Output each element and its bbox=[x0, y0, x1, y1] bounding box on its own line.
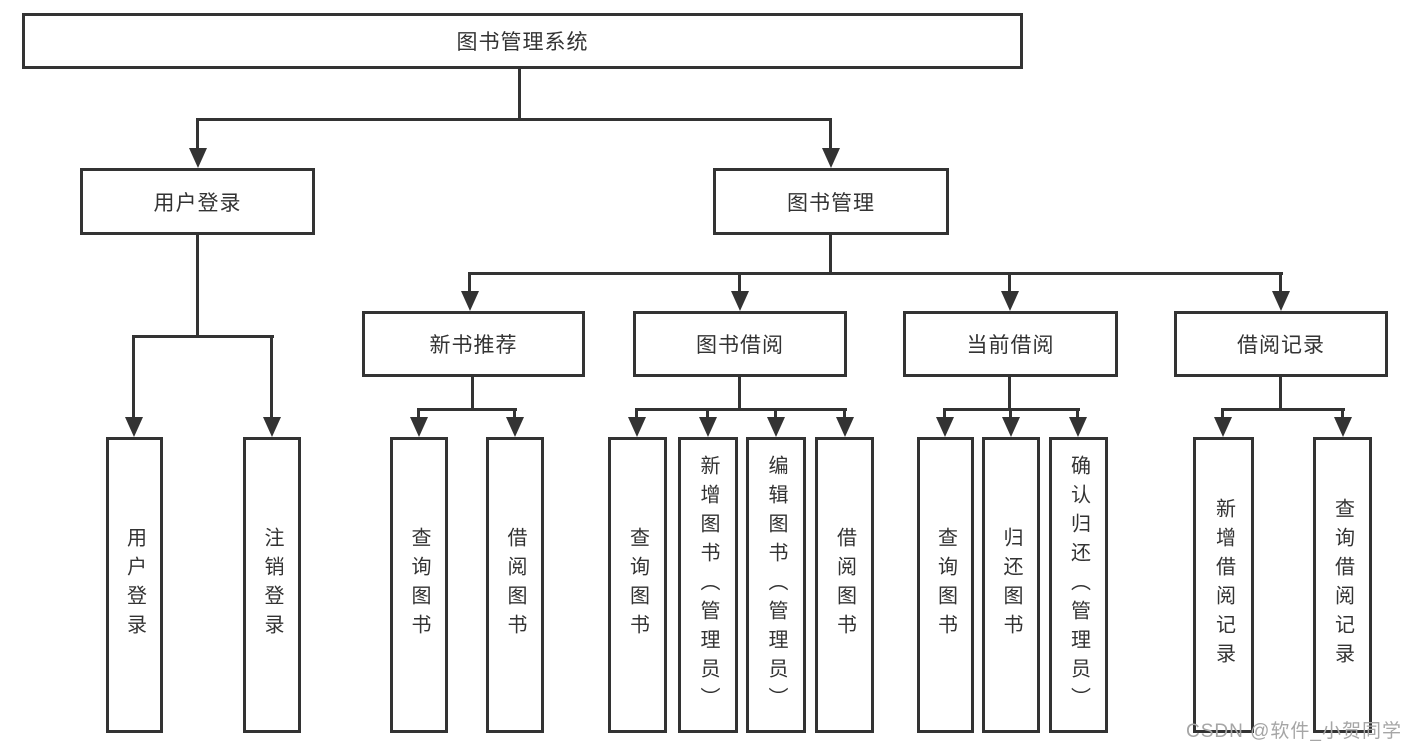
node-book-management-label: 图书管理 bbox=[787, 191, 875, 215]
connector-line bbox=[1279, 377, 1282, 408]
leaf-query-borrow-record: 查询借阅记录 bbox=[1313, 437, 1372, 733]
connector-line bbox=[518, 69, 521, 118]
node-root-label: 图书管理系统 bbox=[456, 31, 589, 54]
connector-line bbox=[1009, 408, 1012, 419]
connector-line bbox=[471, 377, 474, 408]
connector-line bbox=[132, 335, 274, 338]
connector-line bbox=[1279, 272, 1282, 293]
node-new-book-recommend: 新书推荐 bbox=[362, 311, 585, 377]
connector-line bbox=[738, 377, 741, 408]
leaf-query-borrow-record-label: 查询借阅记录 bbox=[1331, 498, 1354, 672]
connector-line bbox=[196, 235, 199, 335]
connector-line bbox=[635, 408, 847, 411]
node-root: 图书管理系统 bbox=[22, 13, 1023, 69]
leaf-query-books-1-label: 查询图书 bbox=[408, 527, 430, 643]
connector-line bbox=[829, 235, 832, 273]
leaf-query-books-3-label: 查询图书 bbox=[934, 527, 957, 643]
arrowhead-icon bbox=[461, 291, 479, 311]
connector-line bbox=[513, 408, 516, 419]
arrowhead-icon bbox=[1001, 291, 1019, 311]
leaf-return-books-label: 归还图书 bbox=[1000, 527, 1022, 643]
arrowhead-icon bbox=[263, 417, 281, 437]
node-book-borrow-label: 图书借阅 bbox=[696, 334, 784, 357]
connector-line bbox=[468, 272, 471, 293]
arrowhead-icon bbox=[836, 417, 854, 437]
leaf-query-books-2-label: 查询图书 bbox=[626, 527, 649, 643]
connector-line bbox=[943, 408, 946, 419]
leaf-borrow-books-1-label: 借阅图书 bbox=[504, 527, 526, 643]
node-current-borrow: 当前借阅 bbox=[903, 311, 1118, 377]
arrowhead-icon bbox=[125, 417, 143, 437]
arrowhead-icon bbox=[822, 148, 840, 168]
arrowhead-icon bbox=[1214, 417, 1232, 437]
arrowhead-icon bbox=[699, 417, 717, 437]
leaf-user-login: 用户登录 bbox=[106, 437, 163, 733]
arrowhead-icon bbox=[767, 417, 785, 437]
node-book-borrow: 图书借阅 bbox=[633, 311, 847, 377]
node-user-login-label: 用户登录 bbox=[153, 191, 242, 215]
connector-line bbox=[738, 272, 741, 293]
connector-line bbox=[132, 335, 135, 419]
node-new-book-recommend-label: 新书推荐 bbox=[429, 334, 518, 357]
leaf-borrow-books-2: 借阅图书 bbox=[815, 437, 874, 733]
arrowhead-icon bbox=[189, 148, 207, 168]
arrowhead-icon bbox=[936, 417, 954, 437]
watermark: CSDN @软件_小贺同学 bbox=[1186, 721, 1402, 742]
connector-line bbox=[1221, 408, 1224, 419]
arrowhead-icon bbox=[1002, 417, 1020, 437]
connector-line bbox=[1008, 272, 1011, 293]
arrowhead-icon bbox=[731, 291, 749, 311]
connector-line bbox=[417, 408, 517, 411]
leaf-user-login-label: 用户登录 bbox=[123, 527, 146, 643]
leaf-add-book-admin-label: 新增图书（管理员） bbox=[697, 454, 719, 716]
connector-line bbox=[196, 118, 832, 121]
arrowhead-icon bbox=[1334, 417, 1352, 437]
connector-line bbox=[270, 335, 273, 419]
leaf-add-borrow-record-label: 新增借阅记录 bbox=[1212, 498, 1235, 672]
leaf-edit-book-admin: 编辑图书（管理员） bbox=[746, 437, 806, 733]
leaf-confirm-return-admin: 确认归还（管理员） bbox=[1049, 437, 1108, 733]
leaf-add-borrow-record: 新增借阅记录 bbox=[1193, 437, 1254, 733]
connector-line bbox=[843, 408, 846, 419]
connector-line bbox=[196, 118, 199, 150]
node-current-borrow-label: 当前借阅 bbox=[966, 334, 1055, 357]
connector-line bbox=[1008, 377, 1011, 408]
leaf-confirm-return-admin-label: 确认归还（管理员） bbox=[1067, 454, 1090, 716]
leaf-query-books-1: 查询图书 bbox=[390, 437, 448, 733]
node-borrow-records-label: 借阅记录 bbox=[1237, 334, 1325, 357]
leaf-borrow-books-2-label: 借阅图书 bbox=[833, 527, 856, 643]
connector-line bbox=[1221, 408, 1345, 411]
arrowhead-icon bbox=[1069, 417, 1087, 437]
connector-line bbox=[706, 408, 709, 419]
connector-line bbox=[468, 272, 1283, 275]
leaf-return-books: 归还图书 bbox=[982, 437, 1040, 733]
connector-line bbox=[417, 408, 420, 419]
connector-line bbox=[1076, 408, 1079, 419]
leaf-query-books-2: 查询图书 bbox=[608, 437, 667, 733]
arrowhead-icon bbox=[1272, 291, 1290, 311]
connector-line bbox=[1341, 408, 1344, 419]
connector-line bbox=[774, 408, 777, 419]
arrowhead-icon bbox=[628, 417, 646, 437]
connector-line bbox=[829, 118, 832, 150]
leaf-logout-label: 注销登录 bbox=[261, 527, 283, 643]
node-borrow-records: 借阅记录 bbox=[1174, 311, 1388, 377]
leaf-query-books-3: 查询图书 bbox=[917, 437, 974, 733]
arrowhead-icon bbox=[506, 417, 524, 437]
node-user-login: 用户登录 bbox=[80, 168, 315, 235]
connector-line bbox=[635, 408, 638, 419]
leaf-edit-book-admin-label: 编辑图书（管理员） bbox=[765, 454, 787, 716]
leaf-logout: 注销登录 bbox=[243, 437, 301, 733]
node-book-management: 图书管理 bbox=[713, 168, 949, 235]
arrowhead-icon bbox=[410, 417, 428, 437]
leaf-add-book-admin: 新增图书（管理员） bbox=[678, 437, 738, 733]
leaf-borrow-books-1: 借阅图书 bbox=[486, 437, 544, 733]
